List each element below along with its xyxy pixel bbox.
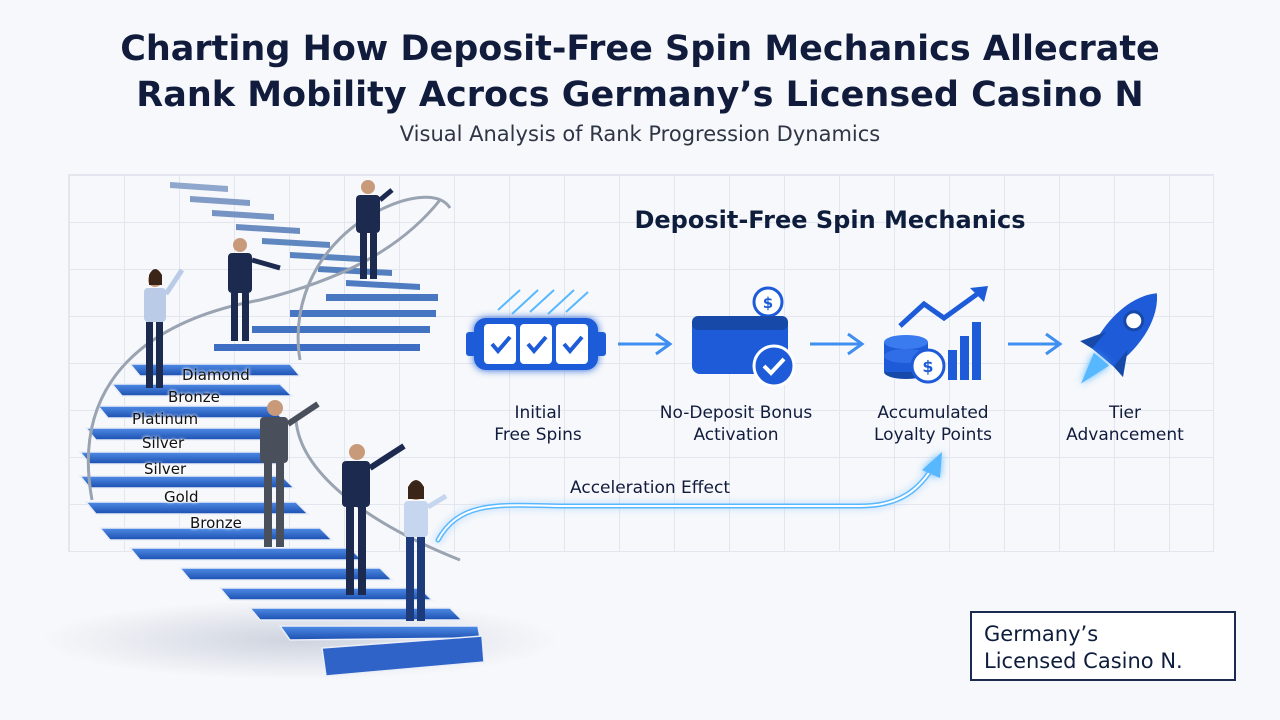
step-2-line-1: No-Deposit Bonus (659, 403, 813, 423)
person-top (356, 180, 394, 279)
upper-steps (170, 182, 438, 351)
person-second (228, 238, 281, 341)
coins-growth-icon: $ (884, 286, 988, 384)
logo-line-1: Germany’s (984, 622, 1099, 646)
step-3-line-2: Loyalty Points (874, 425, 992, 445)
flow-arrow-2 (810, 332, 865, 356)
step-3-line-1: Accumulated (877, 403, 989, 423)
step-4-line-2: Advancement (1066, 425, 1184, 445)
flow-arrow-1 (618, 332, 673, 356)
step-4-line-1: Tier (1108, 403, 1142, 423)
svg-text:$: $ (922, 357, 933, 376)
spiral-staircase (78, 182, 485, 677)
tier-label-7: Bronze (190, 514, 242, 532)
tier-label-5: Silver (144, 460, 187, 478)
title-line-2: Rank Mobility Acrocs Germany’s Licensed … (136, 75, 1144, 115)
rocket-icon (1080, 293, 1157, 384)
tier-label-1: Diamond (182, 366, 250, 384)
person-woman-upper (144, 268, 185, 388)
acceleration-arrow (435, 452, 942, 543)
step-label-loyalty-points: Accumulated Loyalty Points (833, 402, 1033, 446)
page-subtitle: Visual Analysis of Rank Progression Dyna… (399, 122, 881, 146)
step-label-initial-free-spins: Initial Free Spins (438, 402, 638, 446)
step-2-line-2: Activation (693, 425, 779, 445)
mechanics-title: Deposit-Free Spin Mechanics (634, 206, 1026, 234)
person-lower (342, 443, 406, 595)
tier-label-4: Silver (142, 434, 185, 452)
person-woman-front (404, 480, 448, 621)
tier-label-3: Platinum (132, 410, 199, 428)
acceleration-effect-label: Acceleration Effect (570, 478, 730, 498)
page-title: Charting How Deposit-Free Spin Mechanics… (0, 26, 1280, 118)
slot-reels-icon (466, 289, 606, 370)
step-1-line-1: Initial (514, 403, 562, 423)
svg-text:$: $ (763, 294, 773, 312)
logo-line-2: Licensed Casino N. (984, 649, 1183, 673)
flow-arrow-3 (1008, 332, 1063, 356)
wallet-check-icon: $ (692, 286, 796, 388)
tier-label-6: Gold (164, 488, 199, 506)
lower-steps (78, 363, 485, 677)
step-1-line-2: Free Spins (494, 425, 582, 445)
title-line-1: Charting How Deposit-Free Spin Mechanics… (120, 29, 1160, 69)
step-label-no-deposit-bonus: No-Deposit Bonus Activation (636, 402, 836, 446)
tier-label-2: Bronze (168, 388, 220, 406)
step-label-tier-advancement: Tier Advancement (1025, 402, 1225, 446)
person-middle (260, 400, 320, 547)
brand-logo-box: Germany’s Licensed Casino N. (970, 611, 1236, 681)
